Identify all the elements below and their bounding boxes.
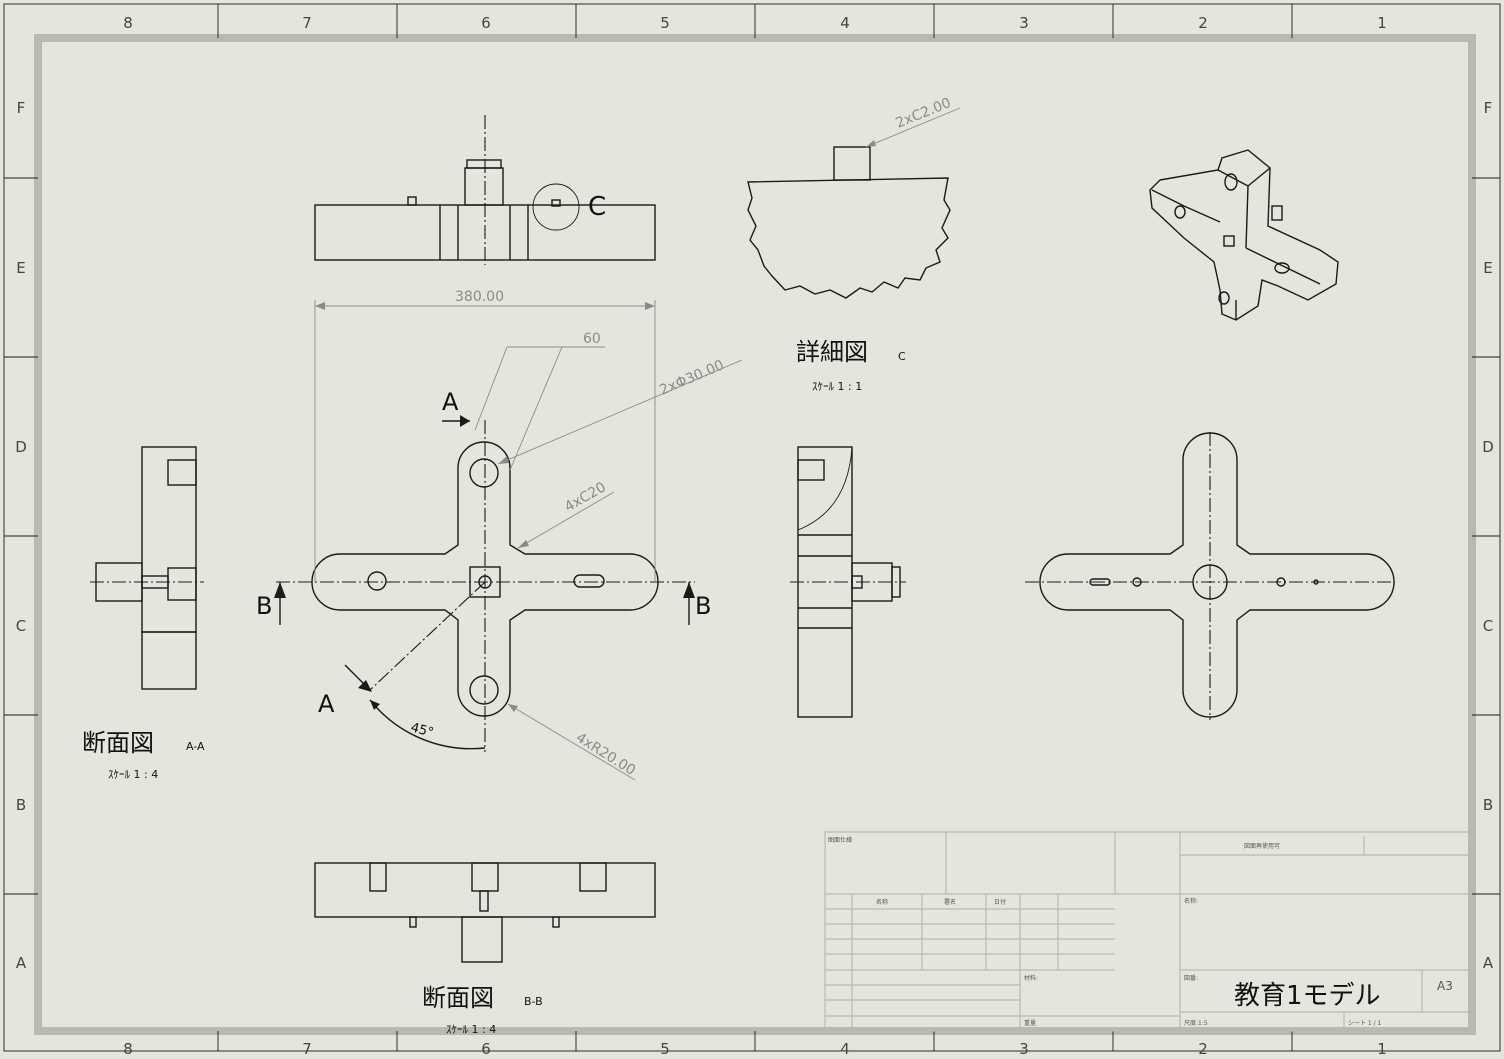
detail-c-letter: C [898, 350, 906, 363]
detail-c-view: 2xC2.00 詳細図 C ｽｹｰﾙ 1 : 1 [747, 95, 961, 393]
zone-col-top-3: 3 [1019, 14, 1029, 32]
zone-col-top-8: 8 [123, 14, 133, 32]
section-bb-title: 断面図 [422, 984, 494, 1012]
dim-holes: 2xΦ30.00 [657, 357, 726, 398]
section-bb-letter: B-B [524, 995, 543, 1008]
zone-col-top-7: 7 [302, 14, 312, 32]
zone-row-left-A: A [16, 954, 27, 972]
dim-radius: 4xR20.00 [573, 730, 638, 779]
zone-row-right-A: A [1483, 954, 1494, 972]
section-aa-letter: A-A [186, 740, 205, 753]
isometric-view [1149, 149, 1339, 321]
section-bb-scale: ｽｹｰﾙ 1 : 4 [446, 1023, 496, 1036]
zone-col-bottom-2: 2 [1198, 1040, 1208, 1055]
cut-b-right: B [695, 592, 711, 620]
tb-sheet-size: A3 [1437, 979, 1453, 993]
zone-col-bottom-1: 1 [1377, 1040, 1387, 1055]
zone-col-top-4: 4 [840, 14, 850, 32]
dim-width: 380.00 [455, 289, 504, 305]
cut-a-bottom: A [318, 690, 335, 718]
dim-angle: 45° [409, 720, 435, 740]
zone-row-right-E: E [1483, 259, 1492, 277]
section-aa-scale: ｽｹｰﾙ 1 : 4 [108, 768, 158, 781]
zone-col-bottom-7: 7 [302, 1040, 312, 1055]
section-bb-view: 断面図 B-B ｽｹｰﾙ 1 : 4 [314, 862, 656, 1036]
front-view: C [314, 115, 656, 265]
zone-row-left-E: E [16, 259, 25, 277]
tb-scale-label: 尺度:1:5 [1184, 1019, 1208, 1027]
section-aa-view: 断面図 A-A ｽｹｰﾙ 1 : 4 [82, 446, 205, 781]
title-block: 图面仕様 名称 署名 日付 図面再使用可 名称: 図番: 材料: 重量 尺度:1… [824, 831, 1472, 1032]
zone-row-left-F: F [17, 99, 26, 117]
zone-col-bottom-5: 5 [660, 1040, 670, 1055]
dim-pin-chamfer: 2xC2.00 [894, 95, 954, 132]
plan-view: 380.00 60 2xΦ30.00 4xC20 4xR20.00 45° A … [256, 289, 743, 781]
side-view [790, 446, 906, 718]
zone-col-bottom-8: 8 [123, 1040, 133, 1055]
cut-b-left: B [256, 592, 272, 620]
bottom-view [1025, 432, 1395, 720]
zone-col-top-6: 6 [481, 14, 491, 32]
tb-approval-col1: 名称 [876, 898, 888, 906]
detail-c-scale: ｽｹｰﾙ 1 : 1 [812, 380, 862, 393]
tb-weight-label: 重量 [1024, 1019, 1036, 1027]
zone-row-right-C: C [1483, 617, 1493, 635]
dim-chamfer-outer: 4xC20 [562, 479, 609, 515]
section-aa-title: 断面図 [82, 729, 154, 757]
zone-col-bottom-3: 3 [1019, 1040, 1029, 1055]
hole-bottom [469, 675, 499, 705]
hole-top [469, 458, 499, 488]
detail-c-callout-letter: C [588, 192, 606, 222]
outer-frame [3, 3, 1501, 1052]
border-frame [34, 34, 1476, 1035]
detail-c-callout-circle [532, 183, 580, 231]
tb-sheet-label: シート 1 / 1 [1348, 1020, 1382, 1027]
zone-col-bottom-4: 4 [840, 1040, 850, 1055]
dim-angle-span: 60 [583, 331, 601, 347]
tb-approval-col2: 署名 [944, 898, 956, 906]
zone-row-right-F: F [1484, 99, 1493, 117]
tb-approval-col3: 日付 [994, 898, 1006, 906]
tb-material-label: 材料: [1024, 974, 1038, 982]
tb-reuse-label: 図面再使用可 [1244, 842, 1280, 850]
tb-drawing-no-label: 図番: [1184, 975, 1198, 982]
detail-c-title: 詳細図 [796, 338, 868, 366]
zone-row-right-B: B [1483, 796, 1493, 814]
zone-col-top-1: 1 [1377, 14, 1387, 32]
zone-col-bottom-6: 6 [481, 1040, 491, 1055]
zone-row-right-D: D [1482, 438, 1494, 456]
tb-name-label: 名称: [1184, 897, 1198, 905]
cut-a-top: A [442, 388, 459, 416]
tb-notes-head: 图面仕様 [828, 836, 852, 844]
zone-row-left-C: C [16, 617, 26, 635]
zone-col-top-5: 5 [660, 14, 670, 32]
tb-model-name: 教育1モデル [1234, 981, 1381, 1011]
zone-row-left-B: B [16, 796, 26, 814]
zone-col-top-2: 2 [1198, 14, 1208, 32]
zone-row-left-D: D [15, 438, 27, 456]
